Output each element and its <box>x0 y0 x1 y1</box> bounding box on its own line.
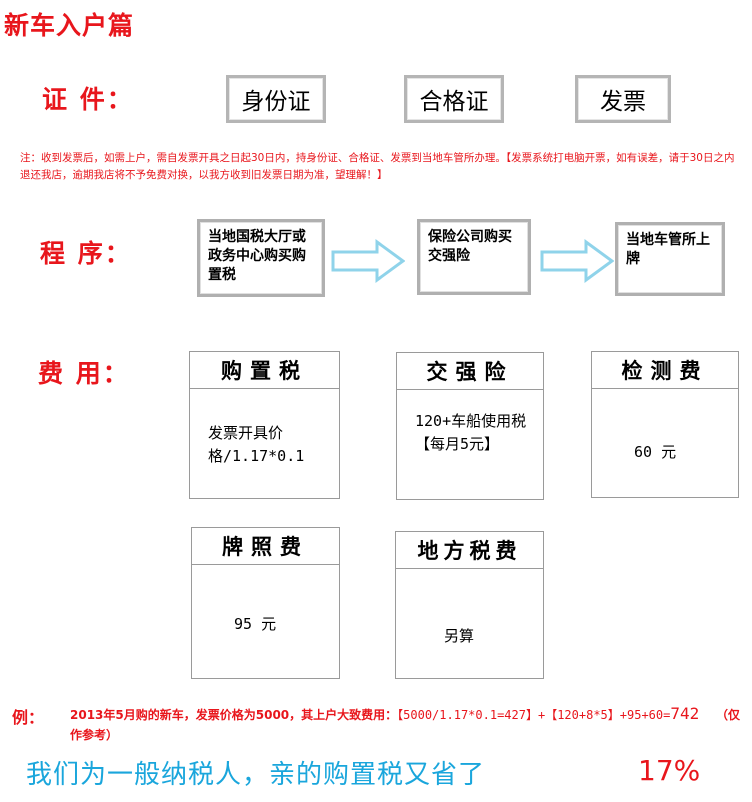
fee-title: 购置税 <box>190 352 339 389</box>
fee-title: 地方税费 <box>396 532 543 569</box>
fee-inspection: 检测费 60 元 <box>591 351 739 498</box>
example-description: 2013年5月购的新车，发票价格为5000，其上户大致费用： <box>70 708 398 722</box>
step-purchase-tax: 当地国税大厅或政务中心购买购置税 <box>197 219 325 297</box>
example-label: 例： <box>12 708 45 727</box>
example-text: 2013年5月购的新车，发票价格为5000，其上户大致费用：【5000/1.17… <box>70 704 740 745</box>
doc-id-card: 身份证 <box>226 75 326 123</box>
step-insurance: 保险公司购买交强险 <box>417 219 531 295</box>
fee-value: 发票开具价格/1.17*0.1 <box>208 424 305 465</box>
example-total: 742 <box>670 704 700 723</box>
page-title: 新车入户篇 <box>4 11 135 40</box>
step-vehicle-office: 当地车管所上牌 <box>615 222 725 296</box>
fee-local-tax: 地方税费 另算 <box>395 531 544 679</box>
fees-label: 费 用： <box>38 359 130 388</box>
fee-title: 检测费 <box>592 352 738 389</box>
arrow-right-icon <box>540 239 614 283</box>
footer-slogan: 我们为一般纳税人，亲的购置税又省了 <box>26 760 486 790</box>
fee-value: 另算 <box>444 627 475 645</box>
doc-invoice: 发票 <box>575 75 671 123</box>
invoice-note: 注：收到发票后，如需上户，需自发票开具之日起30日内，持身份证、合格证、发票到当… <box>20 152 735 181</box>
doc-certificate: 合格证 <box>404 75 504 123</box>
footer-percent: 17% <box>638 754 701 787</box>
fee-title: 牌照费 <box>192 528 339 565</box>
fee-compulsory-insurance: 交强险 120+车船使用税【每月5元】 <box>396 352 544 500</box>
example-formula: 【5000/1.17*0.1=427】+【120+8*5】+95+60= <box>397 708 671 722</box>
fee-purchase-tax: 购置税 发票开具价格/1.17*0.1 <box>189 351 340 499</box>
fee-value: 95 元 <box>234 615 277 633</box>
example-note: （仅作参考） <box>70 708 740 742</box>
fee-value: 60 元 <box>634 443 677 461</box>
fee-value: 120+车船使用税【每月5元】 <box>415 412 527 453</box>
fee-license-plate: 牌照费 95 元 <box>191 527 340 679</box>
fee-title: 交强险 <box>397 353 543 390</box>
procedure-label: 程 序： <box>40 239 132 268</box>
arrow-right-icon <box>331 239 405 283</box>
documents-label: 证 件： <box>42 85 134 114</box>
